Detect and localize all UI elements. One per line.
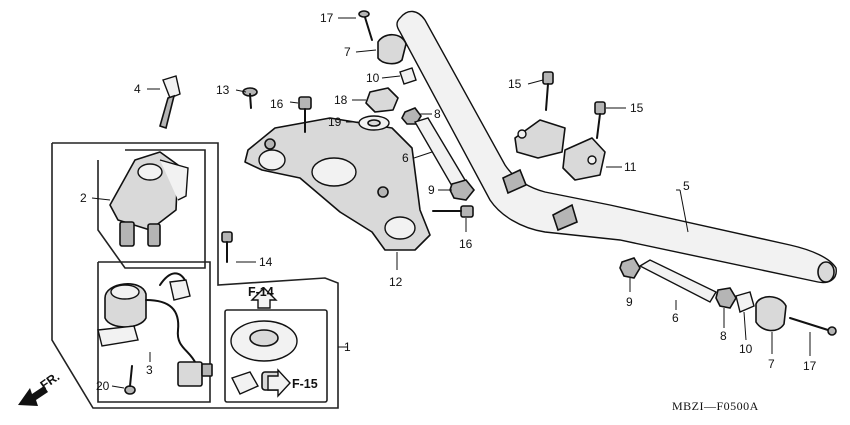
handlebar-pipe [396,10,837,284]
rubber-9-lower [619,257,641,279]
screw-13 [242,87,258,109]
ignition-assembly-frame [51,142,339,409]
clip-10-lower [735,291,755,313]
screw-20 [124,365,136,395]
ignition-switch [109,151,189,247]
callout-17-upper: 17 [320,11,334,25]
callout-7-upper: 7 [344,45,351,59]
callout-1: 1 [344,340,351,354]
lock-wire-harness [145,272,197,365]
callout-10-upper: 10 [366,71,380,85]
callout-9-upper: 9 [428,183,435,197]
callout-14: 14 [259,255,273,269]
steering-stem-nut [365,87,399,113]
holder-bolt-right [594,101,606,139]
callout-8-lower: 8 [720,329,727,343]
callout-18: 18 [334,93,348,107]
callout-13: 13 [216,83,230,97]
callout-8-upper: 8 [434,107,441,121]
lock-cylinder [97,283,147,347]
callout-6-upper: 6 [402,151,409,165]
rubber-9-upper [449,179,476,201]
cylinder-subassembly-frame [97,261,211,403]
callout-15-left: 15 [508,77,522,91]
upper-holder-right [562,137,606,181]
ref-label-f14: F-14 [248,285,274,299]
callout-7-lower: 7 [768,357,775,371]
screw-17-lower [789,317,837,336]
clip-10-upper [399,67,417,85]
leader-lines [91,17,811,389]
callout-9-lower: 9 [626,295,633,309]
rubber-8-lower [715,287,737,309]
pinch-bolt-16-lower [432,205,474,218]
callout-numbers: 17 7 10 18 8 19 6 9 16 12 13 16 15 15 11… [80,11,817,393]
callout-11: 11 [624,160,637,174]
pinch-bolt-16-upper [298,96,312,133]
diagram-code: MBZI—F0500A [672,399,759,413]
stem-washer [358,115,390,131]
callout-10-lower: 10 [739,342,753,356]
connector-plug [177,361,213,387]
screw-17-upper [358,10,373,41]
upper-holder-left [514,119,566,159]
ignition-key [159,75,181,130]
holder-bolt-left [542,71,554,111]
arrow-right-f15 [267,368,291,398]
switch-subassembly-frame [97,149,206,269]
callout-2: 2 [80,191,87,205]
callout-17-lower: 17 [803,359,817,373]
ref-label-f15: F-15 [292,377,318,391]
bar-end-weight-upper [377,33,407,65]
callout-20: 20 [96,379,110,393]
cap-seal [230,320,298,362]
callout-15-right: 15 [630,101,644,115]
callout-5: 5 [683,179,690,193]
front-arrow-icon [18,386,48,406]
inner-weight-6-lower [638,259,717,303]
callout-16-lower: 16 [459,237,473,251]
wire-clip [169,279,191,301]
callout-12: 12 [389,275,403,289]
callout-16-upper: 16 [270,97,284,111]
top-bridge [244,117,431,251]
bar-end-weight-lower [755,295,787,332]
callout-6-lower: 6 [672,311,679,325]
callout-19: 19 [328,115,342,129]
switch-screw-14 [221,231,233,263]
cap-subassembly-frame [224,309,328,403]
callout-3: 3 [146,363,153,377]
callout-4: 4 [134,82,141,96]
arrow-up-f14 [250,287,278,309]
